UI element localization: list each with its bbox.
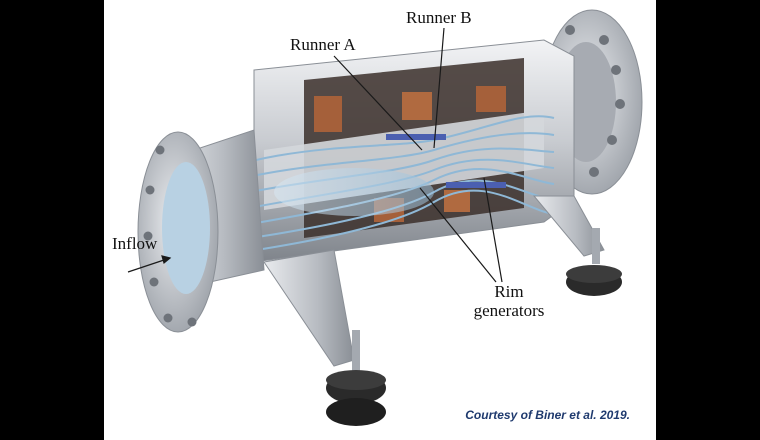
runner-b-leader [433,27,445,149]
inlet-flange [137,129,265,333]
runner-a-leader [333,55,423,151]
turbine-illustration [127,9,643,426]
right-support-foot [532,195,622,296]
runner-a-label: Runner A [290,35,356,54]
rim-leader-2 [483,177,503,283]
rim-leader-1 [419,187,497,283]
inflow-arrowhead [161,255,172,265]
inflow-label: Inflow [112,234,158,253]
rim-label-line1: Rim [494,282,524,301]
leader-lines [127,27,503,283]
left-support-foot [263,249,386,426]
rim-label-line2: generators [473,301,545,320]
runner-b-label: Runner B [406,8,472,27]
rim-generators-label: Rim generators [464,282,554,320]
image-credit: Courtesy of Biner et al. 2019. [465,408,630,422]
figure-panel: Runner A Runner B Inflow Rim generators … [104,0,656,440]
